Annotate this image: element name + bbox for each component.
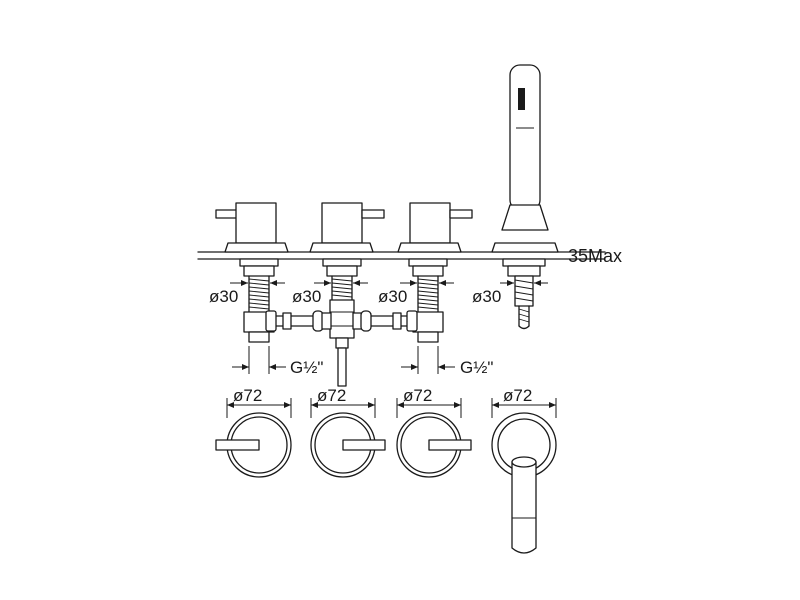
valve-2-thread xyxy=(331,275,353,301)
valve-1-thread xyxy=(248,275,270,313)
thread-size-label-left: G½" xyxy=(290,358,323,377)
deck-surface xyxy=(197,251,606,260)
shower-hose xyxy=(518,305,530,330)
deck-thickness-label: 35Max xyxy=(568,246,622,266)
rosette-diameter-label-2: ø72 xyxy=(317,386,346,405)
valve-1-plan: ø72 xyxy=(215,386,292,478)
cross-connector-pipes xyxy=(265,310,418,332)
hand-shower-elevation xyxy=(501,64,549,231)
thread-dimension-right: G½" xyxy=(401,346,493,377)
hole-diameter-label-2: ø30 xyxy=(292,287,321,306)
valve-2-elevation xyxy=(309,202,385,387)
hole-diameter-label-4: ø30 xyxy=(472,287,501,306)
valve-3-elevation xyxy=(397,202,473,343)
thread-dimension-left: G½" xyxy=(232,346,323,377)
valve-1-elevation xyxy=(215,202,289,343)
thread-size-label-right: G½" xyxy=(460,358,493,377)
hole-dimension-3: ø30 xyxy=(378,280,454,306)
rosette-diameter-label-1: ø72 xyxy=(233,386,262,405)
rosette-diameter-label-3: ø72 xyxy=(403,386,432,405)
hole-diameter-label-3: ø30 xyxy=(378,287,407,306)
valve-3-plan: ø72 xyxy=(396,386,472,478)
hole-diameter-label-1: ø30 xyxy=(209,287,238,306)
shower-plan: ø72 xyxy=(491,386,557,554)
hole-dimension-4: ø30 xyxy=(472,280,548,306)
valve-3-thread xyxy=(417,275,439,313)
shower-outlet-elevation xyxy=(491,242,559,330)
hole-dimension-2: ø30 xyxy=(292,280,368,306)
deck-thickness-dimension: 35Max xyxy=(558,246,622,266)
rosette-diameter-label-4: ø72 xyxy=(503,386,532,405)
valve-2-plan: ø72 xyxy=(310,386,386,478)
hole-dimension-1: ø30 xyxy=(209,280,285,306)
